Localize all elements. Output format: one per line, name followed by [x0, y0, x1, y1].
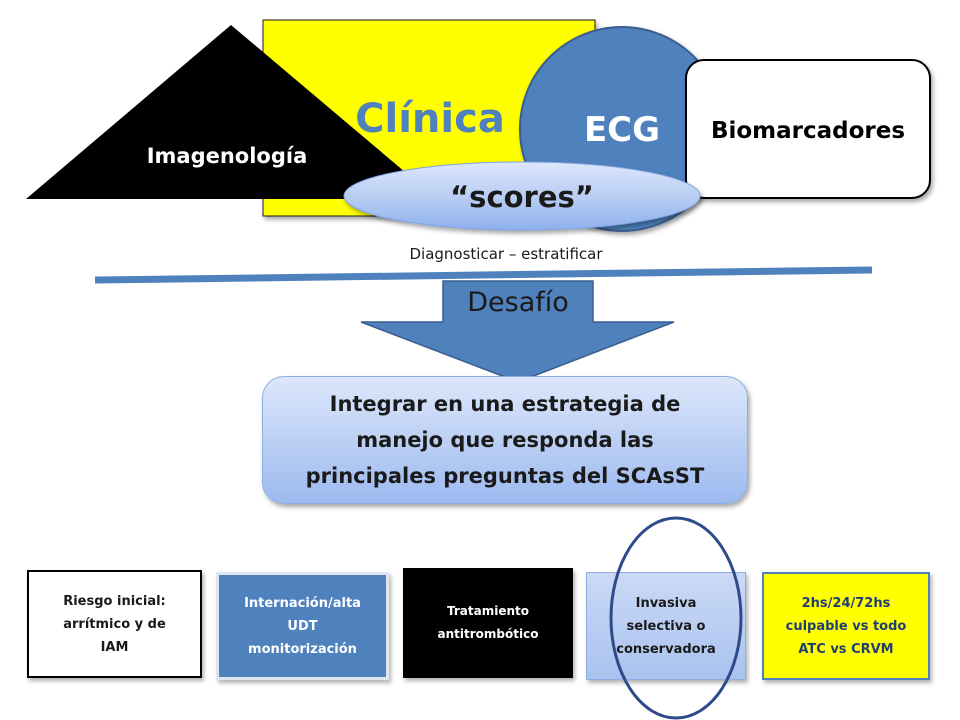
- desafio-label: Desafío: [467, 287, 569, 318]
- imagenologia-triangle: [26, 25, 437, 199]
- biomarcadores-label: Biomarcadores: [711, 118, 905, 144]
- desafio-arrow: [360, 280, 675, 383]
- box-riesgo-inicial: Riesgo inicial: arrítmico y de IAM: [27, 570, 202, 678]
- box-tiempos: 2hs/24/72hs culpable vs todo ATC vs CRVM: [762, 572, 930, 680]
- clinica-label: Clínica: [355, 96, 505, 142]
- imagenologia-label: Imagenología: [147, 144, 308, 168]
- box-tratamiento: Tratamiento antitrombótico: [403, 568, 573, 678]
- biomarcadores-box: [685, 59, 931, 199]
- scores-ellipse: [343, 161, 701, 231]
- diagnosticar-caption: Diagnosticar – estratificar: [409, 245, 603, 263]
- divider-line: [94, 266, 873, 284]
- box-internacion: Internación/alta UDT monitorización: [216, 572, 389, 680]
- scores-label: “scores”: [450, 180, 594, 214]
- ecg-label: ECG: [584, 110, 660, 150]
- box-invasiva: Invasiva selectiva o conservadora: [586, 572, 746, 680]
- integrar-box: Integrar en una estrategia de manejo que…: [262, 376, 748, 504]
